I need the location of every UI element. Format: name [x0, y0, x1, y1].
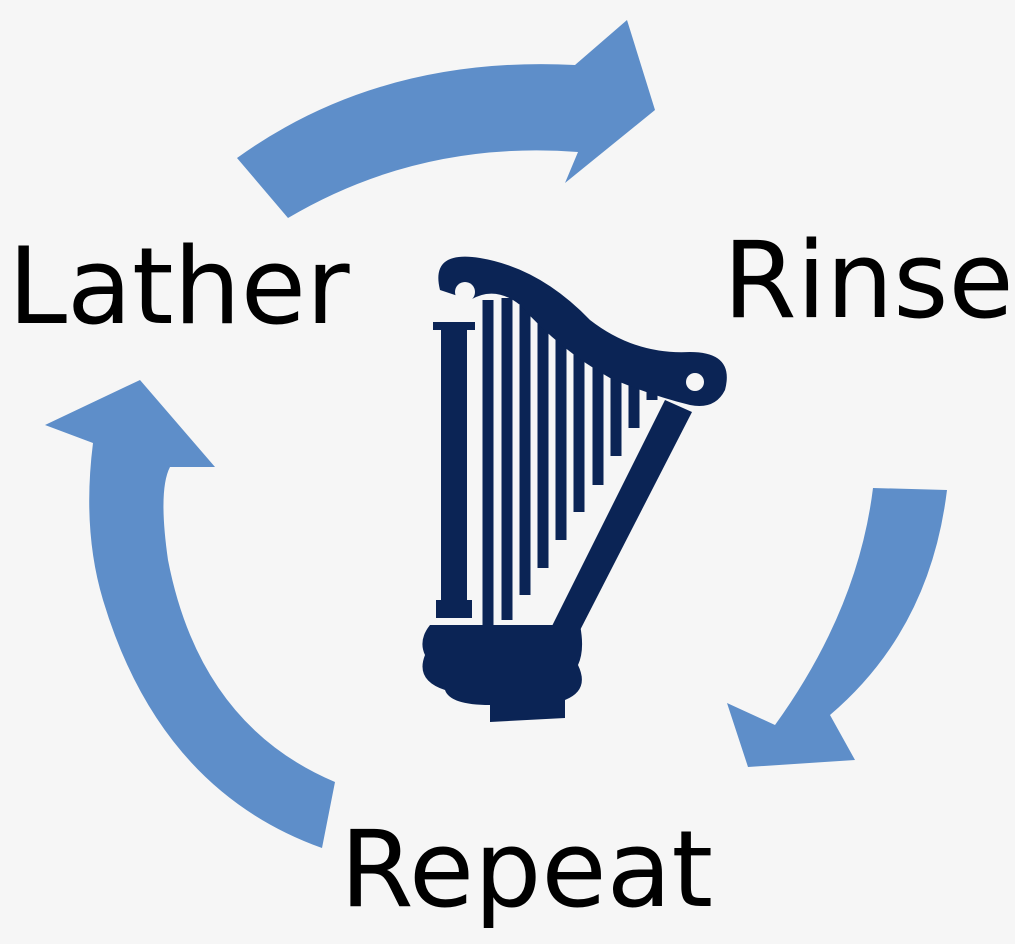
step-label-repeat: Repeat [340, 808, 713, 931]
step-label-rinse: Rinse [723, 219, 1014, 342]
arrow-rinse-to-repeat [727, 488, 947, 767]
arrow-repeat-to-lather [45, 380, 335, 848]
harp-icon [422, 256, 727, 722]
arrow-lather-to-rinse [237, 20, 655, 218]
step-label-lather: Lather [8, 225, 350, 348]
